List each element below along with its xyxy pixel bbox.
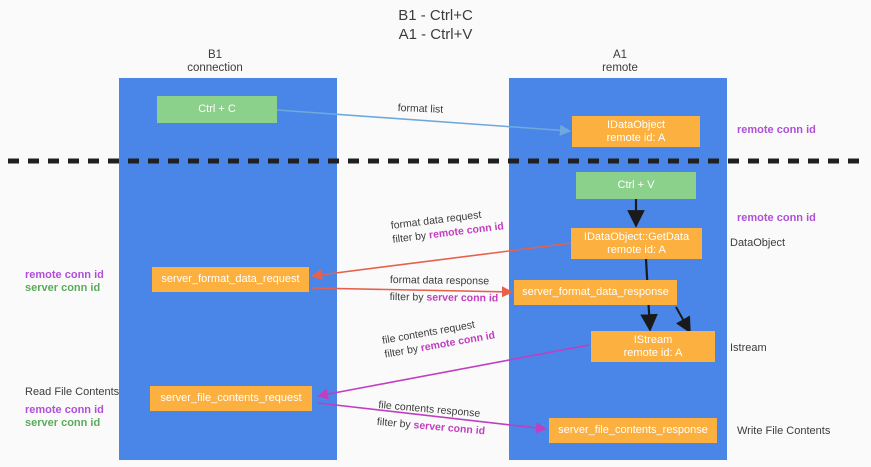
column-a1-name: A1 [612, 49, 628, 61]
node-idataobject-getdata[interactable]: IDataObject::GetData remote id: A [571, 228, 702, 259]
node-istream-line2: remote id: A [623, 346, 683, 359]
filter-prefix: filter by [391, 229, 430, 246]
node-getdata-line1: IDataObject::GetData [583, 230, 690, 243]
edge-format-list-text: format list [397, 101, 444, 116]
column-b1-name: B1 [207, 49, 223, 61]
edge-label-file-contents-response: file contents response filter by server … [376, 398, 487, 438]
node-istream[interactable]: IStream remote id: A [591, 331, 715, 362]
node-ctrl-c-label: Ctrl + C [198, 103, 236, 115]
annotation-left-remote-conn-id-bot: remote conn id [25, 404, 104, 416]
node-ctrl-c[interactable]: Ctrl + C [157, 96, 277, 123]
node-idataobject[interactable]: IDataObject remote id: A [572, 116, 700, 147]
node-server-format-data-request-label: server_format_data_request [161, 273, 300, 285]
filter-key: server conn id [413, 419, 486, 438]
annotation-left-remote-conn-id-mid: remote conn id [25, 269, 104, 281]
node-server-file-contents-response[interactable]: server_file_contents_response [549, 418, 717, 443]
annotation-write-file-contents: Write File Contents [737, 425, 831, 437]
column-header-b1: B1 connection [145, 49, 285, 75]
column-a1-role: remote [602, 62, 638, 74]
edge-format-data-response-filter: filter by server conn id [390, 290, 499, 306]
annotation-dataobject: DataObject [730, 237, 786, 249]
node-ctrl-v-label: Ctrl + V [617, 179, 655, 191]
annotation-right-remote-conn-id-top: remote conn id [737, 124, 816, 136]
filter-prefix: filter by [376, 415, 415, 432]
annotation-right-remote-conn-id-mid: remote conn id [737, 212, 816, 224]
annotation-istream: Istream [730, 342, 767, 354]
filter-key: server conn id [426, 291, 499, 305]
node-getdata-line2: remote id: A [607, 243, 666, 256]
edge-label-format-list: format list [397, 101, 444, 117]
title-line-1: B1 - Ctrl+C [398, 7, 473, 24]
edge-label-format-data-request: format data request filter by remote con… [390, 205, 505, 246]
node-istream-line1: IStream [633, 333, 673, 346]
node-server-format-data-request[interactable]: server_format_data_request [152, 267, 309, 292]
edge-label-file-contents-request: file contents request filter by remote c… [381, 315, 496, 362]
node-server-format-data-response[interactable]: server_format_data_response [514, 280, 677, 305]
title-line-2: A1 - Ctrl+V [398, 26, 473, 43]
edge-label-format-data-response: format data response filter by server co… [390, 273, 499, 306]
node-idataobject-line2: remote id: A [606, 131, 666, 144]
node-idataobject-line1: IDataObject [606, 118, 666, 131]
column-header-a1: A1 remote [545, 49, 695, 75]
diagram-title: B1 - Ctrl+C A1 - Ctrl+V [0, 6, 871, 44]
annotation-left-server-conn-id-mid: server conn id [25, 282, 101, 294]
column-b1-role: connection [187, 62, 243, 74]
annotation-read-file-contents: Read File Contents [25, 386, 120, 398]
node-server-file-contents-request-label: server_file_contents_request [160, 392, 302, 404]
node-server-format-data-response-label: server_format_data_response [522, 286, 669, 298]
edge-format-data-response-text: format data response [389, 273, 490, 288]
filter-prefix: filter by [389, 290, 427, 304]
node-server-file-contents-response-label: server_file_contents_response [558, 424, 708, 436]
node-server-file-contents-request[interactable]: server_file_contents_request [150, 386, 312, 411]
annotation-left-server-conn-id-bot: server conn id [25, 417, 101, 429]
node-ctrl-v[interactable]: Ctrl + V [576, 172, 696, 199]
